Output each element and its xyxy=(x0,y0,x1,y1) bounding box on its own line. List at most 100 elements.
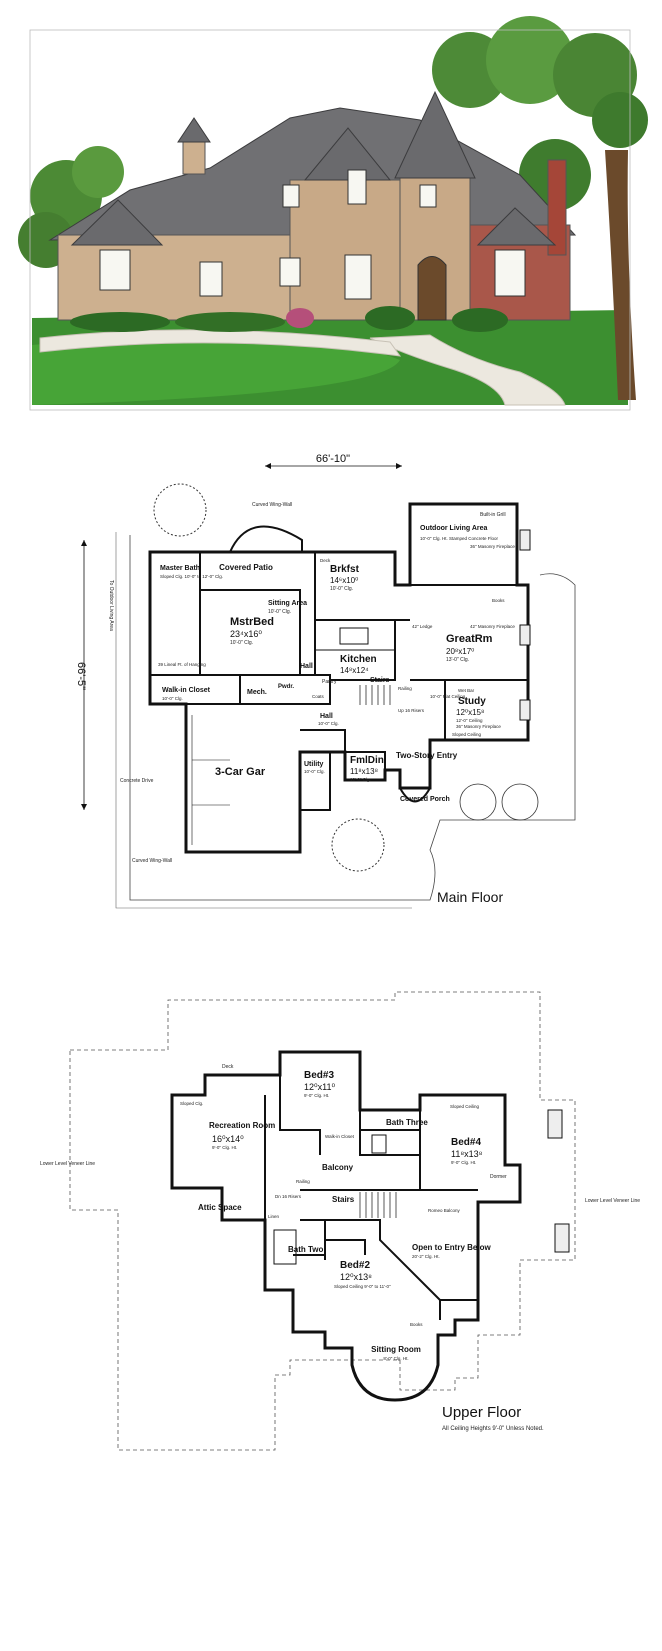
two-story-entry-label: Two-Story Entry xyxy=(396,751,458,760)
covered-patio-label: Covered Patio xyxy=(219,563,273,572)
study-dimension: 12⁰x15⁸ xyxy=(456,708,484,717)
window xyxy=(344,254,372,300)
sitting-room-label: Sitting Room xyxy=(371,1345,421,1354)
recreation-label: Recreation Room xyxy=(209,1121,275,1130)
utility-note: 10'-0" Clg. xyxy=(304,769,325,774)
brkfst-label: Brkfst xyxy=(330,564,360,575)
up-risers-label: Up 16 Risers xyxy=(398,708,425,713)
recreation-dimension: 16⁰x14⁰ xyxy=(212,1134,244,1144)
brkfst-note: 10'-0" Clg. xyxy=(330,586,353,592)
brkfst-dimension: 14⁶x10⁰ xyxy=(330,576,358,585)
bed2-dimension: 12⁰x13⁸ xyxy=(340,1272,372,1282)
window xyxy=(282,184,300,208)
stairs-label: Stairs xyxy=(332,1195,355,1204)
fmldin-note: 10'-0" Clg. xyxy=(350,777,371,782)
hall-upper-label: Hall xyxy=(300,663,313,670)
fmldin-label: FmlDin xyxy=(350,755,384,766)
dormer-label: Dormer xyxy=(490,1174,507,1180)
exterior-rendering xyxy=(0,0,662,420)
window xyxy=(347,169,367,205)
walkway xyxy=(369,334,566,406)
greatrm-dimension: 20⁸x17⁰ xyxy=(446,647,474,656)
shrubs xyxy=(70,312,170,332)
kitchen-dimension: 14⁸x12⁴ xyxy=(340,666,369,675)
books-label: Books xyxy=(492,598,505,603)
mstrbed-dimension: 23⁴x16⁰ xyxy=(230,629,262,639)
garage-label: 3-Car Gar xyxy=(215,766,266,778)
depth-dimension: 66'-5" xyxy=(75,662,87,690)
curved-wing-wall-bottom-label: Curved Wing-Wall xyxy=(132,858,172,864)
main-floor-outer-walls xyxy=(148,502,530,854)
open-to-entry-label: Open to Entry Below xyxy=(412,1243,491,1252)
bed2-note: Sloped Ceiling 9'-0" to 11'-0" xyxy=(334,1284,391,1289)
study-label: Study xyxy=(458,696,486,707)
books-label: Books xyxy=(410,1322,423,1327)
fmldin-dimension: 11⁸x13⁸ xyxy=(350,767,378,776)
upper-floor-interior-walls xyxy=(264,1075,478,1320)
bed3-label: Bed#3 xyxy=(304,1070,334,1081)
walk-in-closet-label: Walk-in Closet xyxy=(162,687,211,694)
coats-label: Coats xyxy=(312,694,325,699)
upper-floor-plan: Deck Sloped Clg. Recreation Room 16⁰x14⁰… xyxy=(0,980,662,1651)
upper-floor-title: Upper Floor xyxy=(442,1404,521,1421)
pantry-label: Pantry xyxy=(322,679,337,685)
covered-porch-label: Covered Porch xyxy=(400,796,450,803)
left-wing-wall xyxy=(57,234,291,321)
romeo-balcony-label: Romeo Balcony xyxy=(428,1208,461,1213)
upper-stairs-symbol xyxy=(359,1192,397,1218)
greatrm-note: 13'-0" Clg. xyxy=(446,657,469,663)
wet-bar-label: Wet Bar xyxy=(458,688,475,693)
to-outdoor-note: To Outdoor Living Area xyxy=(108,580,114,631)
recreation-note: 9'-0" Clg. Ht. xyxy=(212,1145,237,1150)
stairs-symbol xyxy=(359,685,391,705)
cupola xyxy=(182,139,206,175)
turret-roof xyxy=(394,90,476,179)
concrete-drive-label: Concrete Drive xyxy=(120,778,154,784)
tree-symbol xyxy=(331,818,385,872)
pwdr-label: Pwdr. xyxy=(278,684,294,690)
bed3-dimension: 12⁰x11⁰ xyxy=(304,1082,335,1092)
sitting-room-note: 8'-0" Clg. Ht. xyxy=(383,1356,408,1361)
linen-label: Linen xyxy=(268,1214,280,1219)
lower-level-left-label: Lower Level Veneer Line xyxy=(40,1161,95,1167)
bath-three-label: Bath Three xyxy=(386,1118,428,1127)
sloped-ceiling-label: Sloped Ceiling xyxy=(452,732,482,737)
fireplace xyxy=(519,529,531,551)
upper-floor-outer-walls xyxy=(170,1050,522,1402)
house-illustration xyxy=(18,16,648,411)
bathtub xyxy=(273,1229,297,1265)
window xyxy=(279,257,301,287)
hanging-note: 39 Lineal Ft. of Hanging xyxy=(158,662,206,667)
hall-lower-label: Hall xyxy=(320,713,333,720)
main-floor-title: Main Floor xyxy=(437,889,503,905)
fireplace xyxy=(519,699,531,721)
hall-lower-note: 10'-0" Clg. xyxy=(318,721,339,726)
walk-in-closet-label: Walk-in Closet xyxy=(325,1134,355,1139)
stairs-label: Stairs xyxy=(370,677,390,684)
railing-label: Railing xyxy=(296,1179,310,1184)
mstrbed-note: 10'-0" Clg. xyxy=(230,640,253,646)
window xyxy=(199,261,223,297)
window xyxy=(419,184,437,208)
outdoor-living-label: Outdoor Living Area xyxy=(420,525,488,532)
study-note: 12'-0" Ceiling xyxy=(456,718,483,723)
bed4-label: Bed#4 xyxy=(451,1137,481,1148)
balcony-label: Balcony xyxy=(322,1163,354,1172)
bath-two-label: Bath Two xyxy=(288,1245,324,1254)
dn-risers-label: Dn 16 Risers xyxy=(275,1194,302,1199)
attic-space-label: Attic Space xyxy=(198,1203,242,1212)
main-floor-plan: 66'-10" 66'-5" To Outdoor Living Area xyxy=(0,430,662,970)
dormer-window xyxy=(547,1109,563,1139)
masonry-fireplace-1-label: 36" Masonry Fireplace xyxy=(470,544,515,549)
lower-level-right-label: Lower Level Veneer Line xyxy=(585,1198,640,1204)
kitchen-label: Kitchen xyxy=(340,654,377,665)
width-dimension: 66'-10" xyxy=(316,453,350,465)
window xyxy=(494,249,526,297)
deck-label: Deck xyxy=(222,1064,234,1070)
greatrm-label: GreatRm xyxy=(446,633,493,645)
sloped-ceiling-label: Sloped Ceiling xyxy=(450,1104,480,1109)
flat-ceiling-label: 10'-0" Flat Ceiling xyxy=(430,694,466,699)
landscape-outline xyxy=(129,535,576,901)
right-tree-trunk xyxy=(605,150,636,400)
tree-symbol xyxy=(153,483,207,537)
